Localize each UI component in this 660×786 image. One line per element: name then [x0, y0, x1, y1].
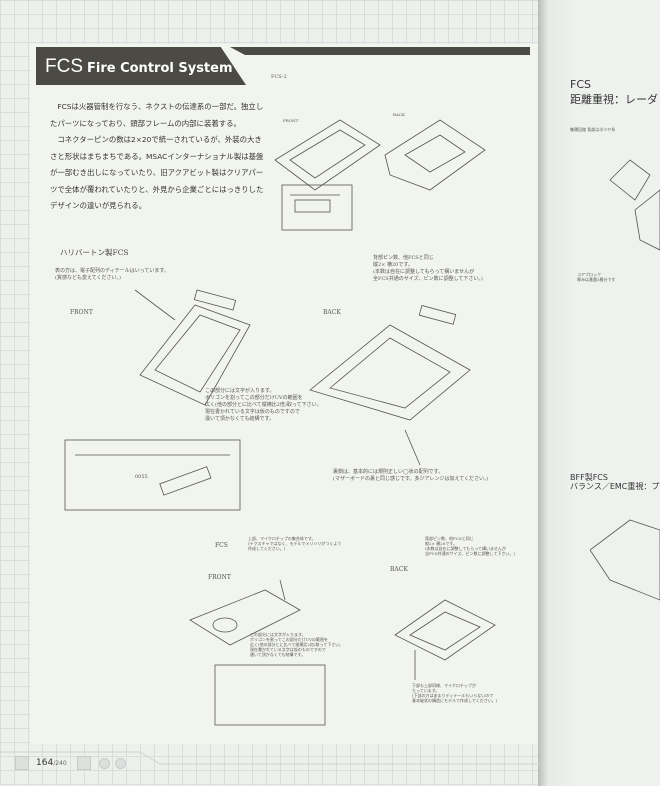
back-label: BACK	[390, 566, 408, 573]
title-banner	[36, 47, 246, 85]
spread-button[interactable]	[77, 756, 91, 770]
left-page	[30, 44, 538, 744]
note-text-area: この部分には文字が入ります。 ボリゴンを割ってこの部分だけUVの範囲を 広く(他…	[205, 388, 322, 422]
right-sketches	[590, 159, 660, 601]
right-heading-2: 距離重視：レーダ	[570, 93, 658, 106]
note-front: 表の方は、電子配列のディテールはいっています。 (質感なども変えてください。)	[55, 268, 169, 281]
note-back: 背部ピン数、他FCSと同じ 縦2× 横20です。 (本数は自在に調整してもらって…	[425, 536, 515, 556]
right-page	[538, 0, 660, 786]
back-label: BACK	[323, 309, 341, 316]
core-note: コアブロック 厚みは基盤3層分です	[577, 272, 616, 282]
next-page-button[interactable]	[115, 758, 126, 769]
sketch-label: FCS-2	[271, 74, 287, 80]
bff-heading-1: BFF製FCS	[570, 473, 608, 482]
fcs2-sketches-bottom	[189, 580, 496, 726]
fcs2-sketches	[274, 119, 486, 231]
footer-bar	[0, 751, 540, 765]
halliburton-title: ハリバートン製FCS	[60, 248, 129, 257]
banner-rule	[230, 47, 530, 55]
thumbnail-button[interactable]	[15, 756, 29, 770]
right-caption: 集積回路 背部は半ツヤ系	[570, 127, 616, 132]
page-number: 164/240	[36, 758, 67, 768]
right-heading-1: FCS	[570, 78, 591, 91]
back-label: BACK	[393, 112, 405, 117]
note-bottom: 下部も上部同様、マイクロチップが たっています。 (下部の方はあまりディテールも…	[412, 683, 498, 703]
prev-page-button[interactable]	[99, 758, 110, 769]
intro-text: FCSは火器管制を行なう、ネクストの伝達系の一部だ。独立したパーツになっており、…	[50, 102, 264, 210]
front-label: FRONT	[208, 574, 231, 581]
bff-heading-2: バランス／EMC重視：プレー	[570, 482, 660, 491]
halliburton-sketches	[64, 289, 471, 511]
front-label: FRONT	[70, 309, 93, 316]
note-text-area: この部分には文字が入ります。 ボリゴンを割ってこの部分だけUVの範囲を 広く(他…	[250, 632, 344, 657]
note-back: 背部ピン数、他FCSと同じ 縦2× 横20です。 (本数は自在に調整してもらって…	[373, 255, 483, 282]
front-label: FRONT	[283, 118, 299, 123]
plate-text: 0055	[135, 474, 148, 480]
fcs-label: FCS	[215, 542, 228, 549]
note-top: 上部、マイクロチップの集合体です。 (テクスチャではなく、モデルでメリハリがつく…	[248, 536, 342, 551]
note-bottom: 裏側は、基本的には規則正しい◯状の配列です。 (マザーボードの裏と同じ感じです。…	[333, 469, 489, 482]
